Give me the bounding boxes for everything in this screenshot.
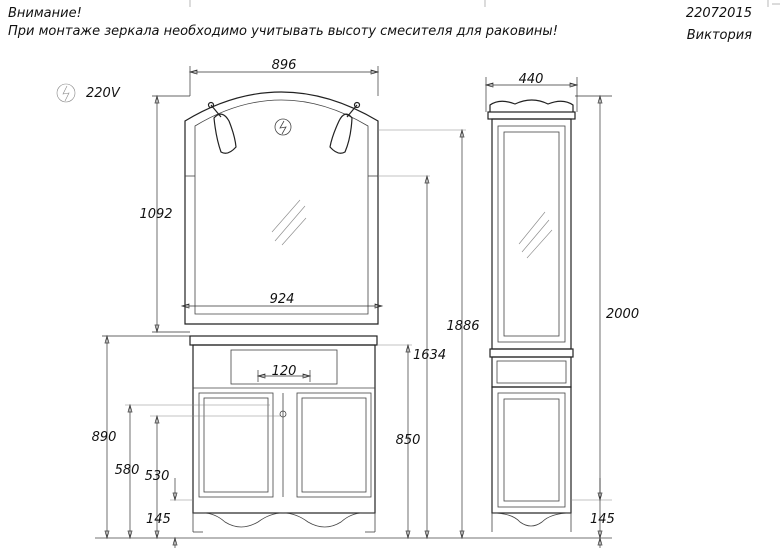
- sink-width-label: 924: [270, 292, 295, 307]
- drain-height-label: 530: [145, 469, 170, 484]
- mirror-height-dimension: 1092: [139, 94, 190, 334]
- pencil-case-width-dimension: 440: [484, 72, 579, 112]
- cabinet-height-dimension: 850: [378, 174, 430, 540]
- pencil-case-height-label: 2000: [606, 307, 639, 322]
- mirror-height-label: 1092: [139, 207, 172, 222]
- countertop-height-dimension: 890: [92, 334, 190, 540]
- pencil-case-width-label: 440: [519, 72, 544, 87]
- cabinet-plinth-dimension: 145: [146, 478, 193, 548]
- mirror-width-label: 896: [272, 58, 297, 73]
- cabinet-height-label: 850: [396, 433, 421, 448]
- document-code: 22072015: [685, 6, 752, 21]
- voltage-label: 220V: [86, 86, 121, 101]
- pencil-case: [487, 99, 576, 532]
- drain-height-dimension: 530: [145, 414, 280, 540]
- socket-height-dimension: 1886: [378, 128, 480, 540]
- cabinet-plinth-label: 145: [146, 512, 171, 527]
- vanity-cabinet: [189, 335, 378, 533]
- mirror-mount-height-dimension: 1634: [378, 343, 446, 540]
- power-indicator: 220V: [56, 83, 121, 103]
- pencil-case-plinth-dimension: 145: [571, 478, 615, 548]
- pipe-height-label: 580: [115, 463, 140, 478]
- mirror-socket-icon: [274, 118, 292, 136]
- pipe-height-dimension: 580: [115, 403, 270, 540]
- drawer-width-dimension: 120: [256, 364, 312, 382]
- warning-text: При монтаже зеркала необходимо учитывать…: [8, 24, 558, 39]
- mirror-width-dimension: 896: [188, 58, 380, 96]
- sheet-frame-ticks: [189, 0, 780, 7]
- right-lamp-icon: [329, 101, 361, 154]
- drawer-width-label: 120: [272, 364, 297, 379]
- electric-socket-icon: [56, 83, 76, 103]
- mirror: [184, 91, 379, 325]
- pencil-case-plinth-label: 145: [590, 512, 615, 527]
- socket-height-label: 1886: [446, 319, 479, 334]
- pencil-case-height-dimension: 2000: [575, 94, 639, 540]
- left-lamp-icon: [207, 101, 237, 154]
- warning-title: Внимание!: [8, 6, 82, 21]
- model-name: Виктория: [686, 28, 752, 43]
- mirror-mount-height-label: 1634: [413, 348, 446, 363]
- sink-width-dimension: 924: [180, 292, 384, 309]
- countertop-height-label: 890: [92, 430, 117, 445]
